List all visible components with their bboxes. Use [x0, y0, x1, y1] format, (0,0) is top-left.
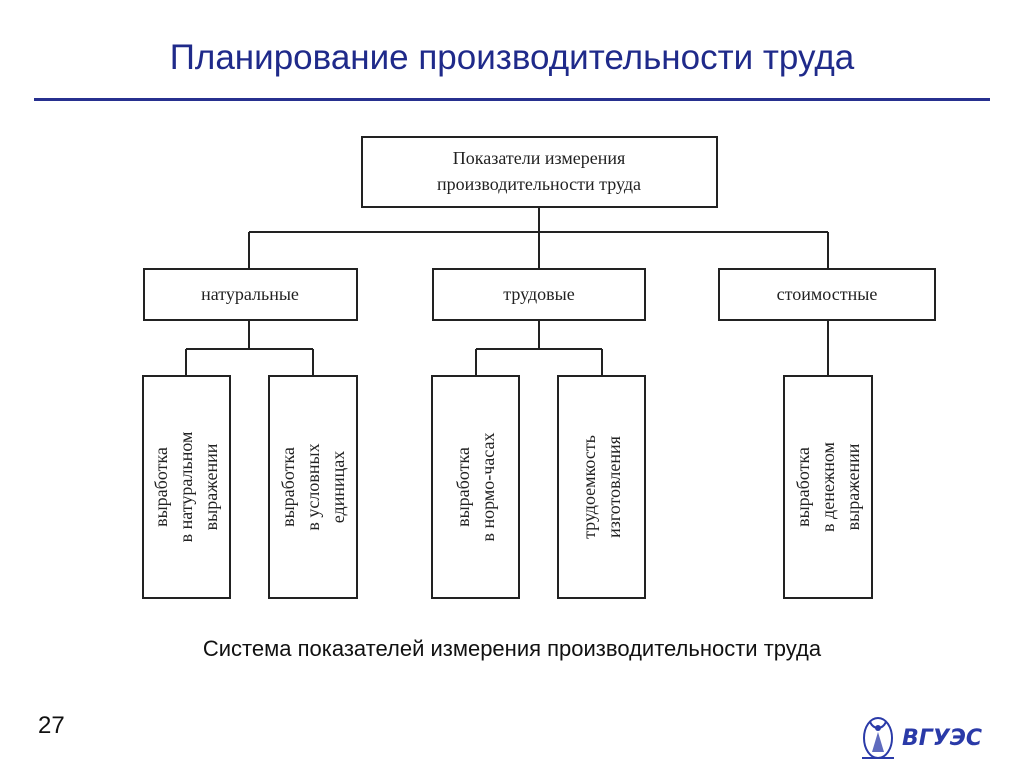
diagram-connectors	[185, 207, 829, 376]
leaf-norm-hours: выработка в нормо-часах	[431, 375, 520, 599]
page-number: 27	[38, 712, 65, 739]
category-natural: натуральные	[143, 268, 358, 321]
leaf-line: в натуральном	[176, 432, 196, 543]
title-divider	[34, 98, 990, 101]
category-label: трудовые	[503, 284, 574, 304]
leaf-line: изготовления	[604, 436, 624, 538]
category-cost: стоимостные	[718, 268, 936, 321]
leaf-labor-intensity: трудоемкость изготовления	[557, 375, 646, 599]
root-line-2: производительности труда	[437, 174, 641, 194]
category-label: стоимостные	[777, 284, 878, 304]
leaf-line: выражении	[843, 443, 863, 530]
leaf-conditional-units: выработка в условных единицах	[268, 375, 358, 599]
leaf-line: выражении	[201, 443, 221, 530]
figure-caption: Система показателей измерения производит…	[202, 636, 822, 661]
leaf-line: трудоемкость	[579, 435, 599, 539]
leaf-line: в нормо-часах	[478, 433, 498, 542]
leaf-line: выработка	[151, 447, 171, 527]
leaf-monetary: выработка в денежном выражении	[783, 375, 873, 599]
university-logo: ВГУЭС	[862, 717, 982, 759]
leaf-line: единицах	[328, 451, 348, 523]
leaf-line: выработка	[793, 447, 813, 527]
category-label: натуральные	[201, 284, 299, 304]
slide-title: Планирование производительности труда	[169, 38, 855, 77]
root-node: Показатели измерения производительности …	[361, 136, 718, 208]
leaf-line: выработка	[453, 447, 473, 527]
category-labor: трудовые	[432, 268, 646, 321]
leaf-line: в денежном	[818, 442, 838, 532]
logo-text: ВГУЭС	[902, 726, 982, 751]
root-line-1: Показатели измерения	[453, 148, 625, 168]
leaf-line: выработка	[278, 447, 298, 527]
leaf-line: в условных	[303, 443, 323, 530]
leaf-natural-output: выработка в натуральном выражении	[142, 375, 231, 599]
emblem-icon	[862, 717, 894, 759]
